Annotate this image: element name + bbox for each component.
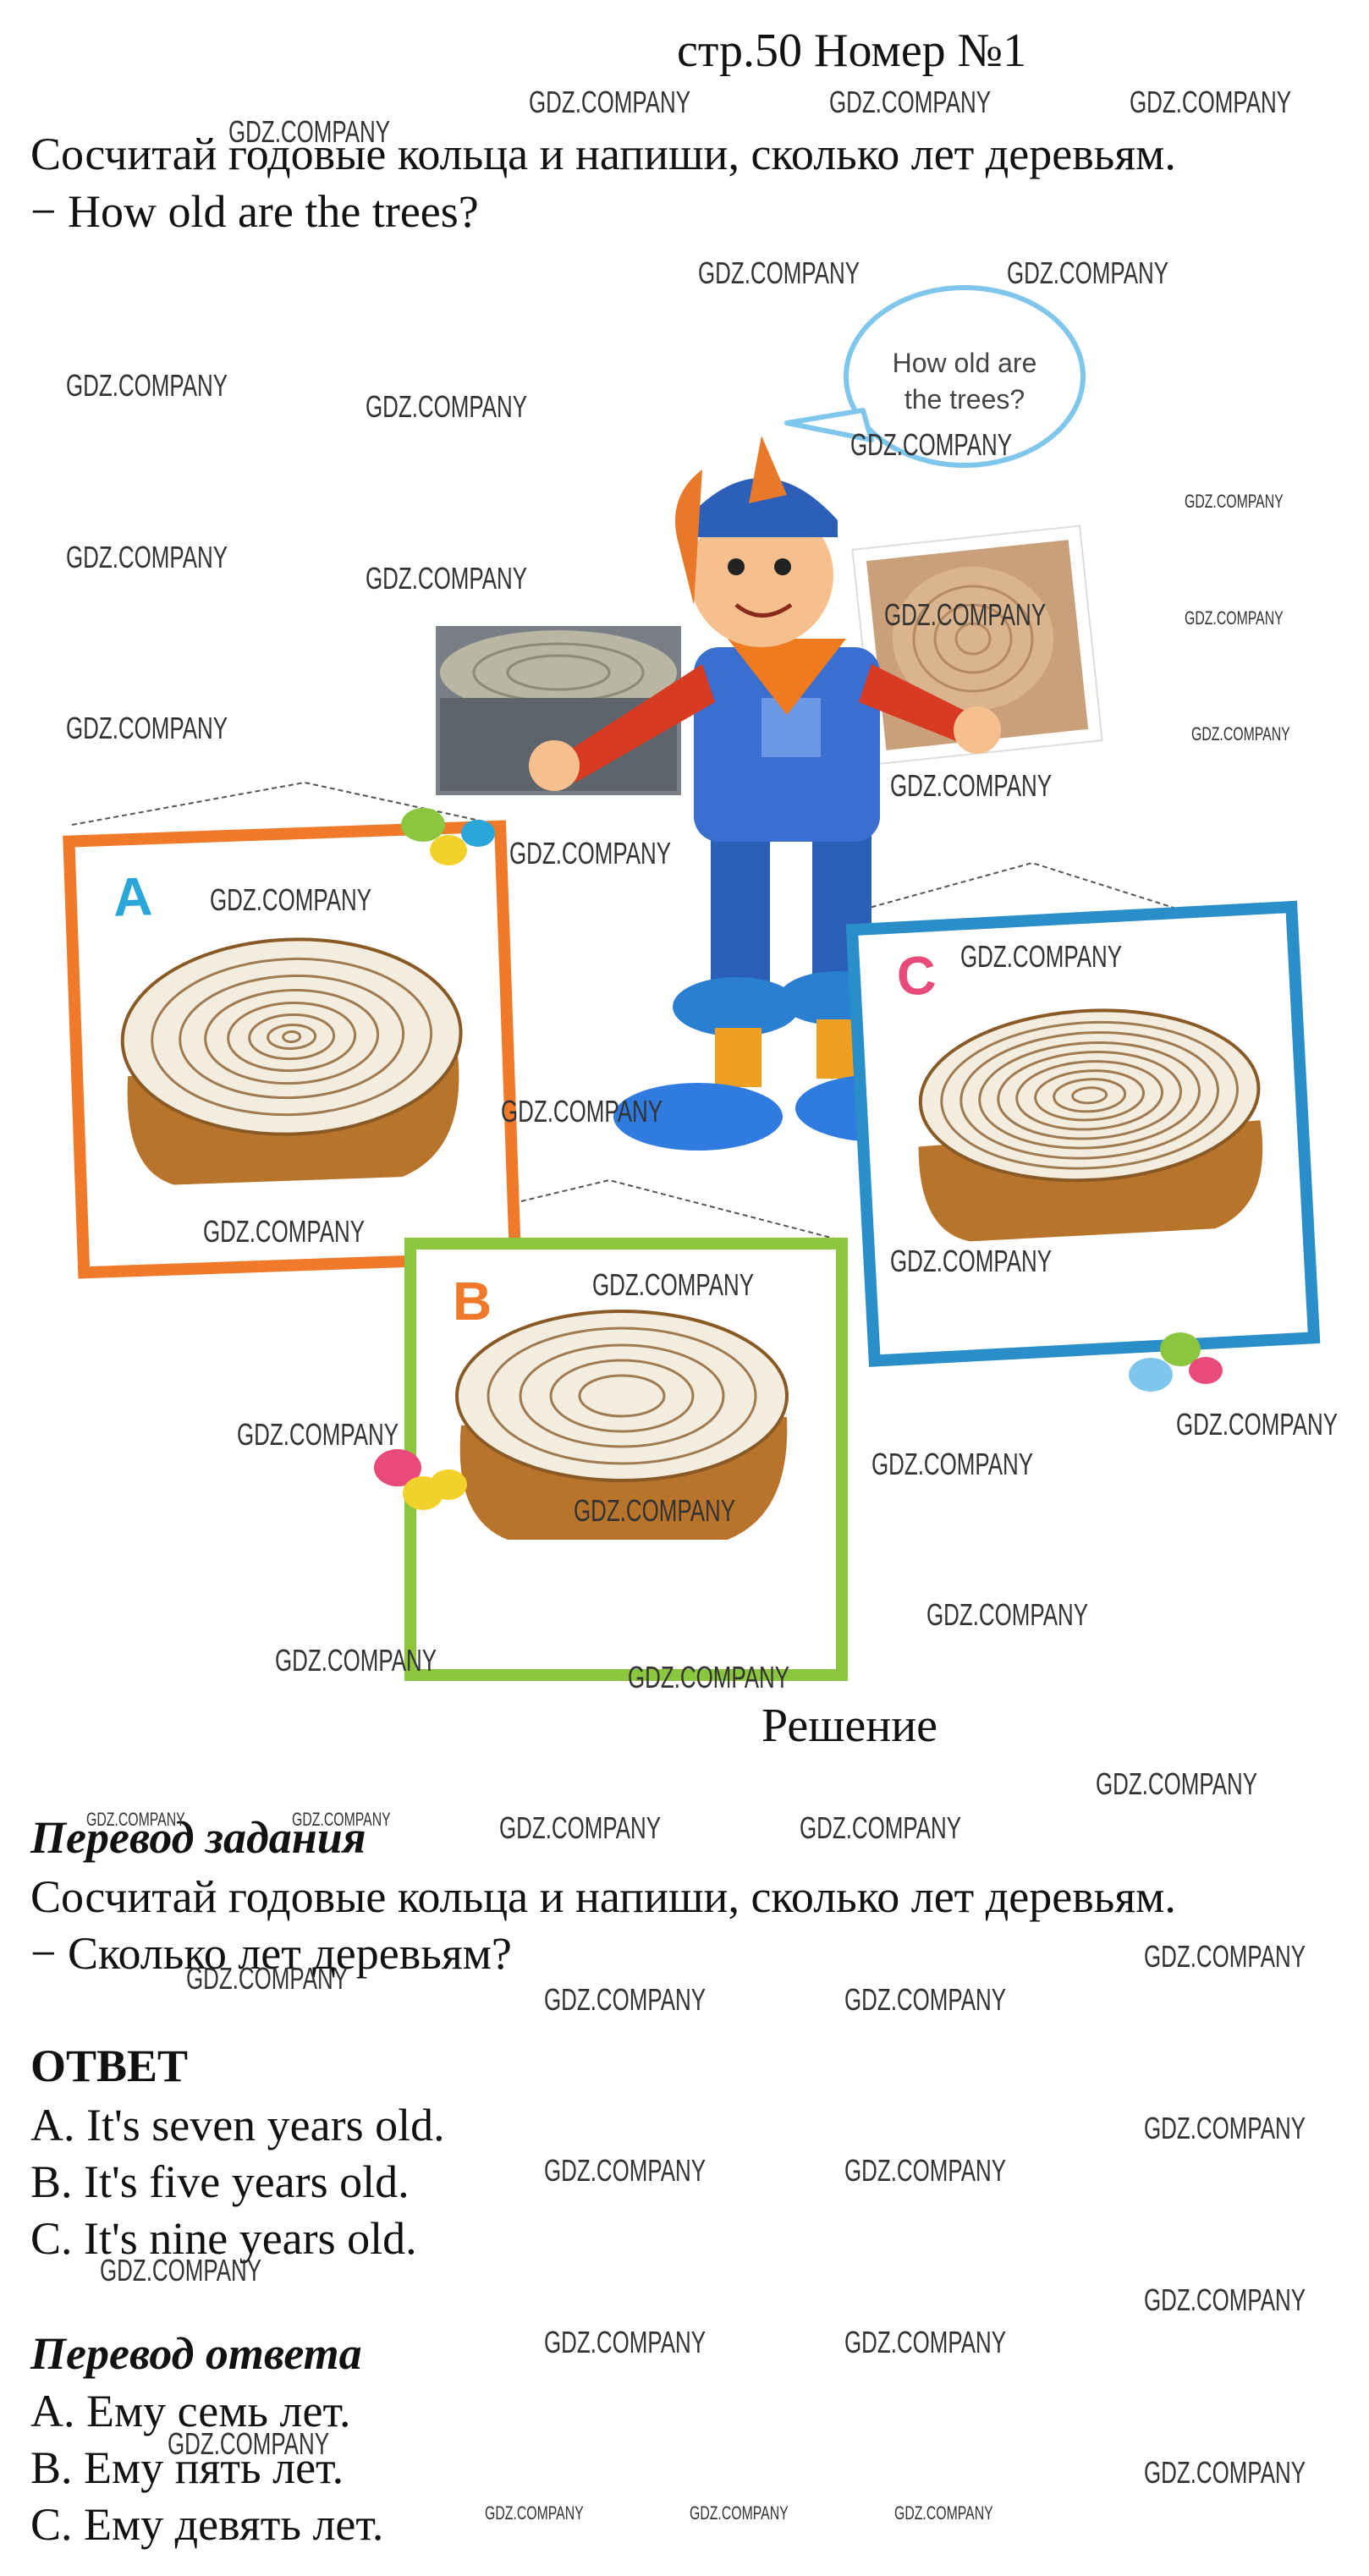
translation-line: − Сколько лет деревьям? [30, 1928, 512, 1979]
watermark: GDZ.COMPANY [509, 836, 672, 871]
solution-heading: Решение [761, 1700, 938, 1752]
butterfly-icon [1129, 1332, 1223, 1392]
watermark: GDZ.COMPANY [66, 540, 228, 574]
task-instruction: Сосчитай годовые кольца и напиши, скольк… [30, 129, 1176, 179]
watermark: GDZ.COMPANY [66, 711, 228, 745]
translation-line: Сосчитай годовые кольца и напиши, скольк… [30, 1871, 1176, 1922]
watermark: GDZ.COMPANY [168, 2426, 330, 2461]
answer-translation-line: A. Ему семь лет. [30, 2386, 351, 2436]
watermark: GDZ.COMPANY [275, 1643, 437, 1678]
watermark: GDZ.COMPANY [366, 561, 528, 596]
answer-line: A. It's seven years old. [30, 2100, 445, 2150]
watermark: GDZ.COMPANY [501, 1094, 663, 1129]
watermark: GDZ.COMPANY [800, 1810, 962, 1845]
watermark: GDZ.COMPANY [690, 2502, 789, 2524]
page-title: стр.50 Номер №1 [677, 25, 1027, 77]
watermark: GDZ.COMPANY [186, 1961, 349, 1996]
answer-line: C. It's nine years old. [30, 2213, 417, 2264]
watermark: GDZ.COMPANY [1176, 1407, 1339, 1442]
watermark: GDZ.COMPANY [829, 85, 992, 119]
answer-heading: ОТВЕТ [30, 2040, 189, 2091]
answer-translation-line: C. Ему девять лет. [30, 2499, 384, 2550]
watermark: GDZ.COMPANY [203, 1214, 366, 1249]
watermark: GDZ.COMPANY [66, 368, 228, 403]
watermark: GDZ.COMPANY [1096, 1766, 1258, 1801]
watermark: GDZ.COMPANY [292, 1809, 391, 1830]
watermark: GDZ.COMPANY [544, 2325, 706, 2359]
watermark: GDZ.COMPANY [628, 1660, 790, 1694]
watermark: GDZ.COMPANY [1144, 1939, 1306, 1974]
card-b-letter: B [453, 1271, 492, 1332]
butterfly-icon [401, 808, 495, 865]
watermark: GDZ.COMPANY [884, 597, 1047, 632]
stump-b [455, 1310, 789, 1540]
answer-line: B. It's five years old. [30, 2156, 410, 2207]
watermark: GDZ.COMPANY [592, 1267, 755, 1302]
watermark: GDZ.COMPANY [485, 2502, 584, 2524]
watermark: GDZ.COMPANY [1185, 491, 1284, 512]
watermark: GDZ.COMPANY [960, 939, 1123, 974]
watermark: GDZ.COMPANY [890, 768, 1053, 803]
watermark: GDZ.COMPANY [544, 2153, 706, 2188]
task-question: − How old are the trees? [30, 186, 479, 237]
answer-translation-heading: Перевод ответа [30, 2328, 362, 2379]
watermark: GDZ.COMPANY [894, 2502, 993, 2524]
watermark: GDZ.COMPANY [1007, 255, 1169, 290]
butterfly-icon [374, 1449, 467, 1510]
stump-c [918, 1008, 1263, 1242]
watermark: GDZ.COMPANY [1144, 2282, 1306, 2317]
card-a: A [63, 820, 522, 1279]
watermark: GDZ.COMPANY [844, 1982, 1007, 2017]
watermark: GDZ.COMPANY [499, 1810, 662, 1845]
watermark: GDZ.COMPANY [1144, 2455, 1306, 2490]
watermark: GDZ.COMPANY [1130, 85, 1292, 119]
watermark: GDZ.COMPANY [1144, 2111, 1306, 2145]
watermark: GDZ.COMPANY [86, 1809, 185, 1830]
speech-line-1: How old are [893, 348, 1037, 378]
textbook-illustration: How old are the trees? A B [25, 241, 1345, 1696]
stump-a [120, 937, 463, 1185]
watermark: GDZ.COMPANY [366, 389, 528, 424]
speech-bubble: How old are the trees? [784, 285, 1086, 468]
watermark: GDZ.COMPANY [698, 255, 860, 290]
translation-heading: Перевод задания [30, 1812, 366, 1863]
watermark: GDZ.COMPANY [544, 1982, 706, 2017]
watermark: GDZ.COMPANY [844, 2153, 1007, 2188]
card-c-letter: C [895, 944, 937, 1007]
watermark: GDZ.COMPANY [210, 882, 372, 917]
watermark: GDZ.COMPANY [237, 1417, 399, 1452]
watermark: GDZ.COMPANY [844, 2325, 1007, 2359]
watermark: GDZ.COMPANY [926, 1597, 1089, 1632]
watermark: GDZ.COMPANY [890, 1244, 1053, 1278]
watermark: GDZ.COMPANY [1185, 607, 1284, 629]
card-a-letter: A [113, 865, 154, 928]
speech-line-2: the trees? [904, 384, 1025, 415]
watermark: GDZ.COMPANY [529, 85, 691, 119]
card-b: B [374, 1238, 848, 1681]
watermark: GDZ.COMPANY [871, 1447, 1034, 1481]
watermark: GDZ.COMPANY [100, 2253, 262, 2288]
answer-translation-line: B. Ему пять лет. [30, 2442, 344, 2493]
watermark: GDZ.COMPANY [574, 1493, 736, 1528]
watermark: GDZ.COMPANY [1191, 723, 1290, 744]
card-c: C [845, 900, 1321, 1367]
watermark: GDZ.COMPANY [850, 427, 1013, 462]
watermark: GDZ.COMPANY [228, 114, 391, 149]
